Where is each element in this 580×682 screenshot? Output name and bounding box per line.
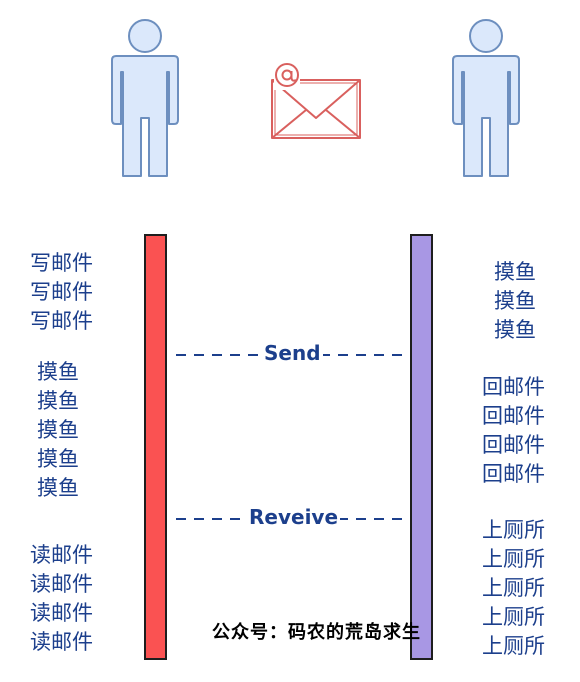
- person-icon: [452, 19, 520, 177]
- task-label: 上厕所: [482, 547, 545, 571]
- task-label: 摸鱼: [37, 418, 79, 442]
- right-group-restroom: 上厕所 上厕所 上厕所 上厕所 上厕所: [482, 516, 545, 661]
- receive-message-label: Reveive: [247, 505, 341, 529]
- task-label: 读邮件: [30, 601, 93, 625]
- task-label: 摸鱼: [37, 360, 79, 384]
- left-group-slack: 摸鱼 摸鱼 摸鱼 摸鱼 摸鱼: [37, 358, 79, 503]
- task-label: 读邮件: [30, 630, 93, 654]
- right-group-slack: 摸鱼 摸鱼 摸鱼: [494, 258, 536, 345]
- task-label: 摸鱼: [494, 260, 536, 284]
- person-icon: [111, 19, 179, 177]
- right-lifeline-bar: [410, 234, 433, 660]
- left-group-read: 读邮件 读邮件 读邮件 读邮件: [30, 541, 93, 657]
- task-label: 回邮件: [482, 375, 545, 399]
- left-lifeline-bar: [144, 234, 167, 660]
- task-label: 写邮件: [30, 280, 93, 304]
- left-group-write: 写邮件 写邮件 写邮件: [30, 249, 93, 336]
- task-label: 读邮件: [30, 543, 93, 567]
- task-label: 摸鱼: [494, 289, 536, 313]
- task-label: 上厕所: [482, 634, 545, 658]
- task-label: 读邮件: [30, 572, 93, 596]
- task-label: 摸鱼: [37, 476, 79, 500]
- email-envelope-icon: [271, 62, 361, 139]
- right-group-reply: 回邮件 回邮件 回邮件 回邮件: [482, 373, 545, 489]
- task-label: 上厕所: [482, 605, 545, 629]
- task-label: 上厕所: [482, 576, 545, 600]
- task-label: 回邮件: [482, 433, 545, 457]
- send-message-label: Send: [262, 341, 323, 365]
- task-label: 上厕所: [482, 518, 545, 542]
- task-label: 摸鱼: [494, 318, 536, 342]
- task-label: 写邮件: [30, 309, 93, 333]
- watermark-text: 公众号：码农的荒岛求生: [212, 622, 421, 643]
- task-label: 摸鱼: [37, 447, 79, 471]
- task-label: 写邮件: [30, 251, 93, 275]
- task-label: 回邮件: [482, 462, 545, 486]
- task-label: 回邮件: [482, 404, 545, 428]
- task-label: 摸鱼: [37, 389, 79, 413]
